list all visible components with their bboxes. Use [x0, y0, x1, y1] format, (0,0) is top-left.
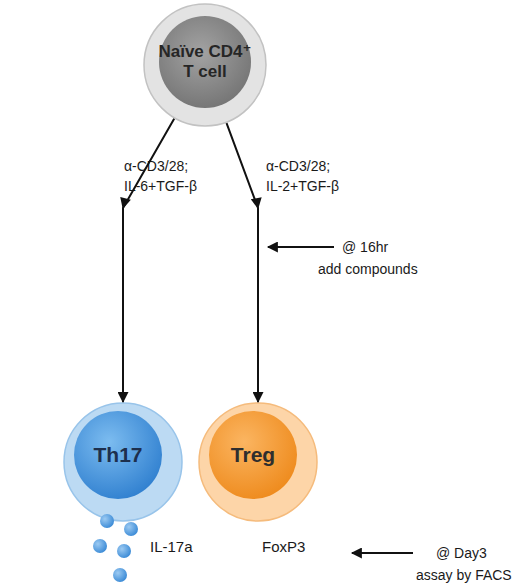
cytokine-dot	[93, 539, 107, 553]
connector-arrow	[227, 123, 258, 402]
label-wrap: IL-17a	[150, 536, 220, 558]
cell-text-block: Treg	[213, 443, 293, 467]
annotation-label: @ Day3 assay by FACS	[416, 545, 512, 583]
cell-text-block: Naïve CD4⁺ T cell	[157, 42, 253, 81]
leader-arrow	[268, 246, 334, 248]
edge-label: α-CD3/28; IL-2+TGF-β	[266, 156, 346, 196]
cell-node: Treg	[198, 402, 318, 522]
edge-label: α-CD3/28; IL-6+TGF-β	[124, 156, 204, 196]
cell-label: Treg	[213, 443, 293, 467]
leader-arrow	[352, 552, 413, 554]
cell-node: Naïve CD4⁺ T cell	[143, 3, 267, 127]
annotation-label: FoxP3	[262, 538, 305, 555]
cell-label: Naïve CD4⁺ T cell	[157, 42, 253, 81]
cytokine-dot	[117, 544, 131, 558]
cytokine-dots	[93, 514, 138, 582]
cell-membrane	[199, 403, 317, 521]
cell-membrane	[64, 403, 182, 521]
cytokine-dot	[113, 568, 127, 582]
cell-node: Th17	[63, 402, 183, 522]
label-wrap: @ Day3 assay by FACS	[416, 542, 516, 586]
cell-nucleus	[209, 411, 297, 499]
connector-group	[123, 119, 258, 402]
cell-membrane	[144, 4, 266, 126]
cell-label: Th17	[78, 443, 158, 467]
cytokine-dot	[124, 522, 138, 536]
cell-nucleus	[74, 411, 162, 499]
annotation-label: @ 16hr add compounds	[318, 239, 418, 277]
label-wrap: @ 16hr add compounds	[318, 236, 424, 280]
label-wrap: FoxP3	[262, 536, 332, 558]
cell-text-block: Th17	[78, 443, 158, 467]
annotation-label: IL-17a	[150, 538, 193, 555]
